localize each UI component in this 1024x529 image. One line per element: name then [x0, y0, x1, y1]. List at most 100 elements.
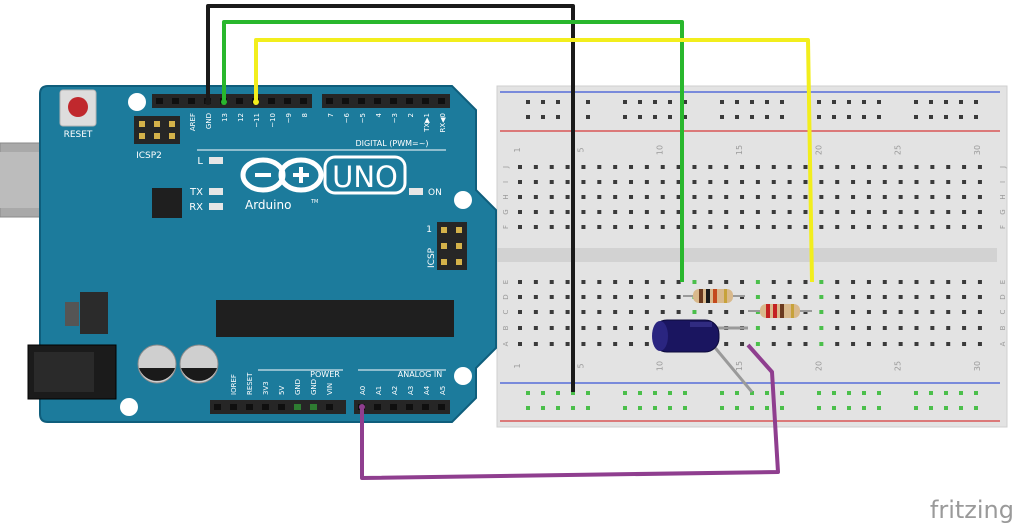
breadboard-hole: [581, 310, 586, 314]
wire-analog-a0: [360, 343, 780, 480]
breadboard-hole: [724, 165, 729, 169]
led-l-label: L: [197, 156, 203, 167]
rail-hole: [683, 100, 687, 104]
header-hole: [422, 98, 429, 104]
breadboard-hole: [644, 195, 649, 199]
rail-hole: [750, 406, 754, 410]
breadboard-hole: [755, 195, 760, 199]
wire-gnd: [206, 4, 575, 392]
header-hole: [262, 404, 269, 410]
rail-hole: [847, 406, 851, 410]
rail-hole: [668, 391, 672, 395]
header-hole: [374, 404, 381, 410]
breadboard-hole: [660, 310, 665, 314]
breadboard-hole: [851, 210, 856, 214]
rail-hole: [974, 115, 978, 119]
breadboard-hole: [962, 165, 967, 169]
row-label: H: [999, 194, 1007, 199]
usb-chip: [152, 188, 182, 218]
rail-hole: [847, 100, 851, 104]
rail-hole: [623, 100, 627, 104]
breadboard-hole: [946, 326, 951, 330]
power-pin-label: RESET: [246, 372, 254, 395]
rail-hole: [832, 391, 836, 395]
breadboard-hole: [581, 180, 586, 184]
breadboard-hole: [518, 180, 522, 184]
reset-button-cap[interactable]: [68, 97, 88, 117]
breadboard-hole: [851, 280, 856, 284]
header-hole: [172, 98, 179, 104]
breadboard-hole: [851, 326, 856, 330]
analog-pin-label: A3: [407, 386, 415, 395]
breadboard-hole: [724, 210, 729, 214]
breadboard-hole: [724, 342, 729, 346]
rail-hole: [765, 100, 769, 104]
rail-hole: [638, 100, 642, 104]
rail-hole: [817, 406, 821, 410]
breadboard-hole: [724, 180, 729, 184]
breadboard-hole: [740, 310, 745, 314]
column-label: 10: [656, 145, 665, 155]
breadboard-hole: [581, 295, 586, 299]
wire-pin-11: [254, 38, 814, 283]
breadboard-hole: [882, 310, 887, 314]
icsp-number-label: 1: [426, 225, 432, 235]
rail-hole: [653, 406, 657, 410]
breadboard-hole: [629, 326, 634, 330]
header-hole: [294, 404, 301, 410]
breadboard-hole: [930, 326, 935, 330]
resistor-2-band: [766, 304, 770, 318]
breadboard-hole: [930, 225, 935, 229]
breadboard-hole: [914, 165, 919, 169]
digital-header-right: [322, 94, 450, 108]
mounting-hole: [120, 398, 138, 416]
rail-hole: [750, 391, 754, 395]
breadboard-hole: [977, 165, 982, 169]
digital-pin-label: AREF: [189, 113, 197, 131]
led-rx: [209, 203, 223, 210]
breadboard-hole: [866, 195, 871, 199]
row-label: C: [502, 309, 510, 314]
breadboard-hole: [565, 342, 570, 346]
breadboard-hole: [930, 165, 935, 169]
breadboard-hole: [676, 195, 681, 199]
breadboard-hole: [676, 210, 681, 214]
header-holes: [156, 98, 445, 410]
breadboard-hole: [787, 280, 792, 284]
breadboard-hole: [866, 210, 871, 214]
breadboard-hole: [565, 280, 570, 284]
breadboard-hole: [755, 342, 760, 346]
rail-hole: [877, 100, 881, 104]
row-label: F: [502, 225, 510, 229]
digital-pin-label: ~3: [391, 113, 399, 123]
breadboard-hole: [676, 180, 681, 184]
rail-hole: [862, 100, 866, 104]
breadboard-hole: [962, 342, 967, 346]
breadboard-hole: [977, 342, 982, 346]
digital-pin-label: RX◀0: [439, 113, 447, 133]
rail-hole: [653, 100, 657, 104]
rail-hole: [623, 115, 627, 119]
arduino-logo: [240, 157, 324, 193]
breadboard-hole: [914, 180, 919, 184]
header-hole: [326, 404, 333, 410]
breadboard-hole: [977, 295, 982, 299]
header-hole: [422, 404, 429, 410]
rail-hole: [683, 406, 687, 410]
fritzing-watermark: fritzing: [930, 496, 1014, 524]
header-hole: [438, 98, 445, 104]
analog-pin-label: A5: [439, 386, 447, 395]
breadboard-hole: [724, 280, 729, 284]
rail-hole: [944, 406, 948, 410]
breadboard-hole: [851, 225, 856, 229]
row-label: H: [502, 194, 510, 199]
breadboard-hole: [613, 165, 618, 169]
rail-hole: [735, 391, 739, 395]
breadboard-hole: [977, 280, 982, 284]
column-label: 1: [513, 147, 522, 152]
rail-hole: [847, 391, 851, 395]
digital-pin-label: 8: [301, 113, 309, 117]
rail-hole: [586, 406, 590, 410]
breadboard-hole: [866, 326, 871, 330]
